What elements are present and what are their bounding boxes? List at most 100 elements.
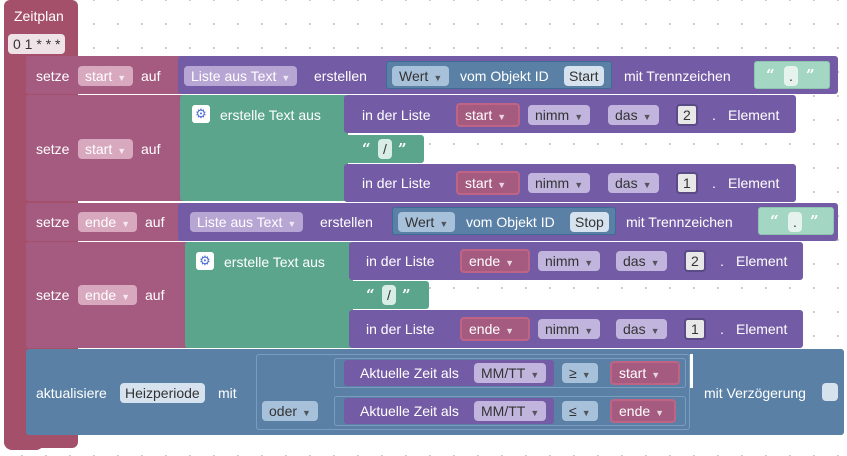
in-list-label: in der Liste <box>366 321 435 337</box>
separator-label: mit Trennzeichen <box>626 214 733 230</box>
open-quote-icon: “ <box>766 66 775 84</box>
nimm-dropdown[interactable]: nimm▼ <box>528 105 591 125</box>
var-dropdown-ende[interactable]: ende▼ <box>78 212 138 232</box>
chevron-down-icon: ▼ <box>651 370 661 380</box>
list-var-dropdown[interactable]: start▼ <box>456 171 520 195</box>
nimm-dropdown[interactable]: nimm▼ <box>528 173 591 193</box>
index-field[interactable]: 2 <box>676 104 698 126</box>
gear-icon[interactable]: ⚙ <box>196 252 214 270</box>
chevron-down-icon: ▼ <box>439 219 449 229</box>
list-var-dropdown[interactable]: start▼ <box>456 103 520 127</box>
cron-field[interactable]: 0 1 * * * <box>8 34 66 54</box>
state-name-field[interactable]: Heizperiode <box>120 383 205 403</box>
das-dropdown[interactable]: das▼ <box>616 251 667 271</box>
open-quote-icon: “ <box>366 286 375 304</box>
object-id-label: vom Objekt ID <box>466 214 555 230</box>
element-label: Element <box>728 175 780 191</box>
in-list-label: in der Liste <box>362 175 431 191</box>
compare-var-dropdown[interactable]: start▼ <box>610 361 680 385</box>
chevron-down-icon: ▼ <box>530 370 540 380</box>
list-from-text-dropdown[interactable]: Liste aus Text▼ <box>184 66 298 86</box>
object-id-field[interactable]: Stop <box>570 212 609 232</box>
close-quote-icon: ” <box>810 212 819 230</box>
element-label: Element <box>736 253 788 269</box>
element-label: Element <box>728 107 780 123</box>
chevron-down-icon: ▼ <box>584 326 594 336</box>
var-dropdown-start[interactable]: start▼ <box>78 66 134 86</box>
das-dropdown[interactable]: das▼ <box>608 105 659 125</box>
erstellen-label: erstellen <box>320 214 373 230</box>
chevron-down-icon: ▼ <box>581 370 591 380</box>
separator-text-field[interactable]: . <box>788 212 802 232</box>
chevron-down-icon: ▼ <box>650 326 660 336</box>
chevron-down-icon: ▼ <box>584 258 594 268</box>
list-var-dropdown[interactable]: ende▼ <box>460 317 530 341</box>
das-dropdown[interactable]: das▼ <box>616 319 667 339</box>
chevron-down-icon: ▼ <box>642 180 652 190</box>
format-dropdown[interactable]: MM/TT▼ <box>474 363 547 383</box>
set-label: setze <box>36 287 70 303</box>
dot-label: . <box>712 107 716 123</box>
chevron-down-icon: ▼ <box>121 219 131 229</box>
chevron-down-icon: ▼ <box>287 219 297 229</box>
var-dropdown-ende[interactable]: ende▼ <box>78 285 138 305</box>
object-id-field[interactable]: Start <box>564 66 604 86</box>
list-var-dropdown[interactable]: ende▼ <box>460 249 530 273</box>
erstellen-label: erstellen <box>314 68 367 84</box>
operator-dropdown[interactable]: ≤▼ <box>562 401 598 421</box>
chevron-down-icon: ▼ <box>121 292 131 302</box>
wert-dropdown[interactable]: Wert▼ <box>392 66 450 86</box>
create-text-label: erstelle Text aus <box>224 254 325 270</box>
dot-label: . <box>720 253 724 269</box>
chevron-down-icon: ▼ <box>574 112 584 122</box>
chevron-down-icon: ▼ <box>497 180 507 190</box>
set-label: setze <box>36 141 70 157</box>
index-field[interactable]: 2 <box>684 250 706 272</box>
auf-label: auf <box>141 68 161 84</box>
dot-label: . <box>712 175 716 191</box>
format-dropdown[interactable]: MM/TT▼ <box>474 401 547 421</box>
schedule-title: Zeitplan <box>14 8 64 24</box>
chevron-down-icon: ▼ <box>655 408 665 418</box>
index-field[interactable]: 1 <box>676 172 698 194</box>
gear-icon[interactable]: ⚙ <box>192 105 210 123</box>
in-list-label: in der Liste <box>362 107 431 123</box>
das-dropdown[interactable]: das▼ <box>608 173 659 193</box>
list-from-text-dropdown[interactable]: Liste aus Text▼ <box>190 212 304 232</box>
chevron-down-icon: ▼ <box>117 146 127 156</box>
delay-label: mit Verzögerung <box>704 385 806 401</box>
input-divider <box>690 354 693 388</box>
chevron-down-icon: ▼ <box>302 408 311 418</box>
operator-dropdown[interactable]: ≥▼ <box>562 363 598 383</box>
slash-text-field[interactable]: / <box>378 139 392 159</box>
auf-label: auf <box>145 287 165 303</box>
delay-checkbox[interactable] <box>822 383 838 401</box>
var-dropdown-start[interactable]: start▼ <box>78 139 134 159</box>
chevron-down-icon: ▼ <box>505 326 515 336</box>
create-text-label: erstelle Text aus <box>220 107 321 123</box>
slash-text-field[interactable]: / <box>382 285 396 305</box>
schedule-trigger-arm <box>4 436 44 450</box>
nimm-dropdown[interactable]: nimm▼ <box>538 319 601 339</box>
mit-label: mit <box>218 385 237 401</box>
chevron-down-icon: ▼ <box>650 258 660 268</box>
current-time-label: Aktuelle Zeit als <box>360 365 459 381</box>
chevron-down-icon: ▼ <box>642 112 652 122</box>
chevron-down-icon: ▼ <box>281 73 291 83</box>
open-quote-icon: “ <box>362 140 371 158</box>
current-time-label: Aktuelle Zeit als <box>360 403 459 419</box>
object-id-label: vom Objekt ID <box>460 68 549 84</box>
chevron-down-icon: ▼ <box>505 258 515 268</box>
index-field[interactable]: 1 <box>684 318 706 340</box>
close-quote-icon: ” <box>806 66 815 84</box>
close-quote-icon: ” <box>398 140 407 158</box>
auf-label: auf <box>141 141 161 157</box>
wert-dropdown[interactable]: Wert▼ <box>398 212 456 232</box>
nimm-dropdown[interactable]: nimm▼ <box>538 251 601 271</box>
or-dropdown[interactable]: oder▼ <box>262 401 318 421</box>
auf-label: auf <box>145 214 165 230</box>
compare-var-dropdown[interactable]: ende▼ <box>610 399 676 423</box>
separator-label: mit Trennzeichen <box>624 68 731 84</box>
separator-text-field[interactable]: . <box>784 66 798 86</box>
set-label: setze <box>36 68 70 84</box>
